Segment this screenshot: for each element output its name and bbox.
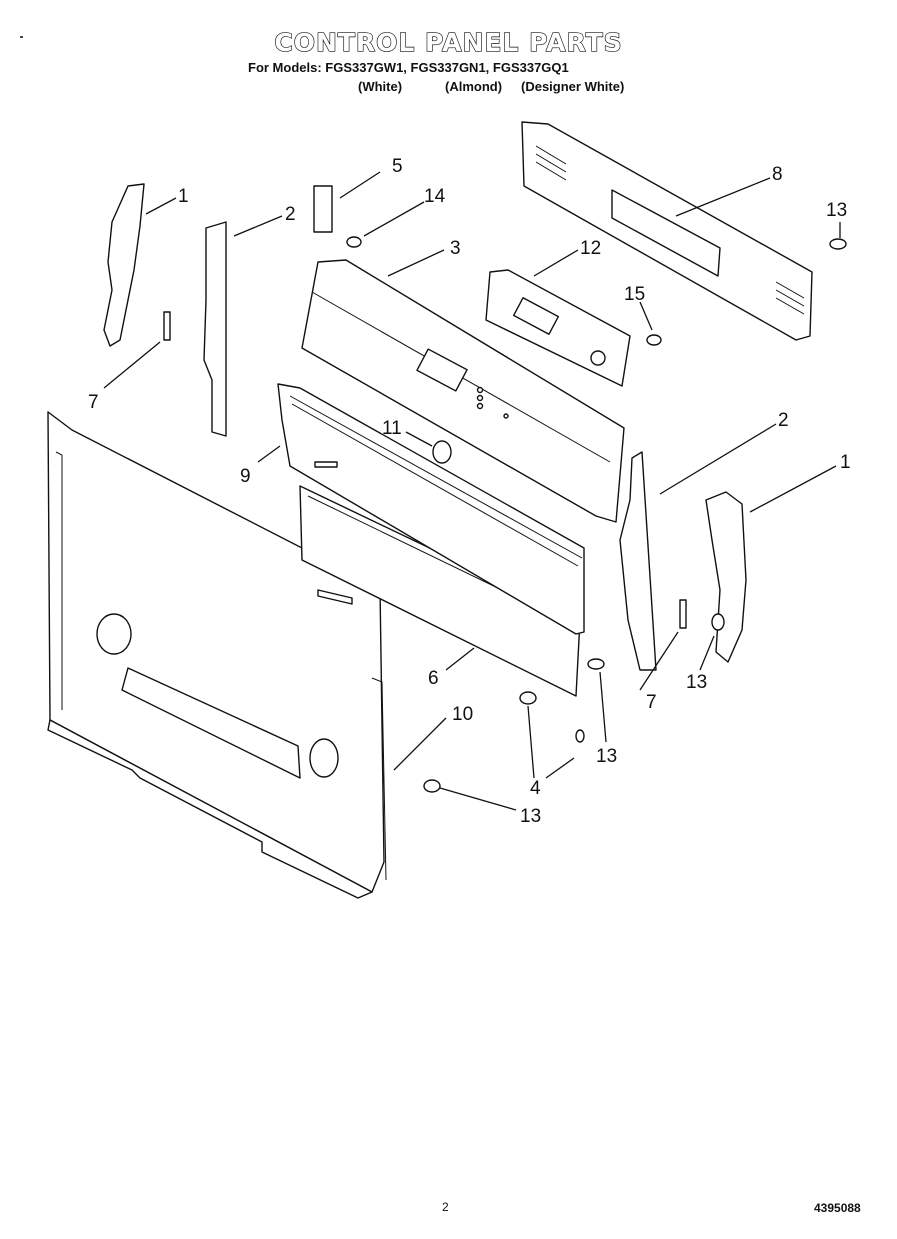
callout-14: 14 <box>424 186 446 207</box>
part-9-trim <box>277 383 585 635</box>
part-1-right-endcap <box>705 491 747 663</box>
page-title: CONTROL PANEL PARTS <box>274 27 623 57</box>
leader-lines <box>103 171 841 811</box>
callout-5: 5 <box>392 156 403 177</box>
part-12-clock <box>485 269 631 387</box>
part-2-right-bracket <box>619 451 657 671</box>
callout-7-right: 7 <box>646 692 657 713</box>
scan-speck <box>20 36 23 38</box>
part-1-left-endcap <box>103 183 145 347</box>
callout-2-left: 2 <box>285 204 296 225</box>
callout-2-right: 2 <box>778 410 789 431</box>
callout-13-right: 13 <box>686 672 707 693</box>
models-line: For Models: FGS337GW1, FGS337GN1, FGS337… <box>248 60 569 75</box>
callout-6: 6 <box>428 668 439 689</box>
callout-13-top: 13 <box>826 200 847 221</box>
callout-13-mid: 13 <box>596 746 617 767</box>
callout-3: 3 <box>450 238 461 259</box>
part-3-control-panel <box>301 259 625 523</box>
part-11-knob <box>432 440 452 464</box>
callout-1-left: 1 <box>178 186 189 207</box>
part-8-rear-bracket <box>521 121 813 341</box>
callout-12: 12 <box>580 238 601 259</box>
callout-10: 10 <box>452 704 473 725</box>
callout-15: 15 <box>624 284 645 305</box>
part-5-clip <box>313 185 333 233</box>
fasteners <box>163 236 847 793</box>
callout-8: 8 <box>772 164 783 185</box>
color-designer-white-label: (Designer White) <box>521 79 625 94</box>
callout-11: 11 <box>382 418 402 439</box>
page-number: 2 <box>442 1200 449 1214</box>
callout-4: 4 <box>530 778 541 799</box>
color-white-label: (White) <box>358 79 403 94</box>
part-2-left-bracket <box>203 221 227 437</box>
document-number: 4395088 <box>814 1201 861 1215</box>
color-almond-label: (Almond) <box>445 79 503 94</box>
callout-1-right: 1 <box>840 452 851 473</box>
part-10-panel <box>47 411 387 899</box>
callout-13-bottom: 13 <box>520 806 541 827</box>
callout-7-left: 7 <box>88 392 99 413</box>
callout-9: 9 <box>240 466 251 487</box>
